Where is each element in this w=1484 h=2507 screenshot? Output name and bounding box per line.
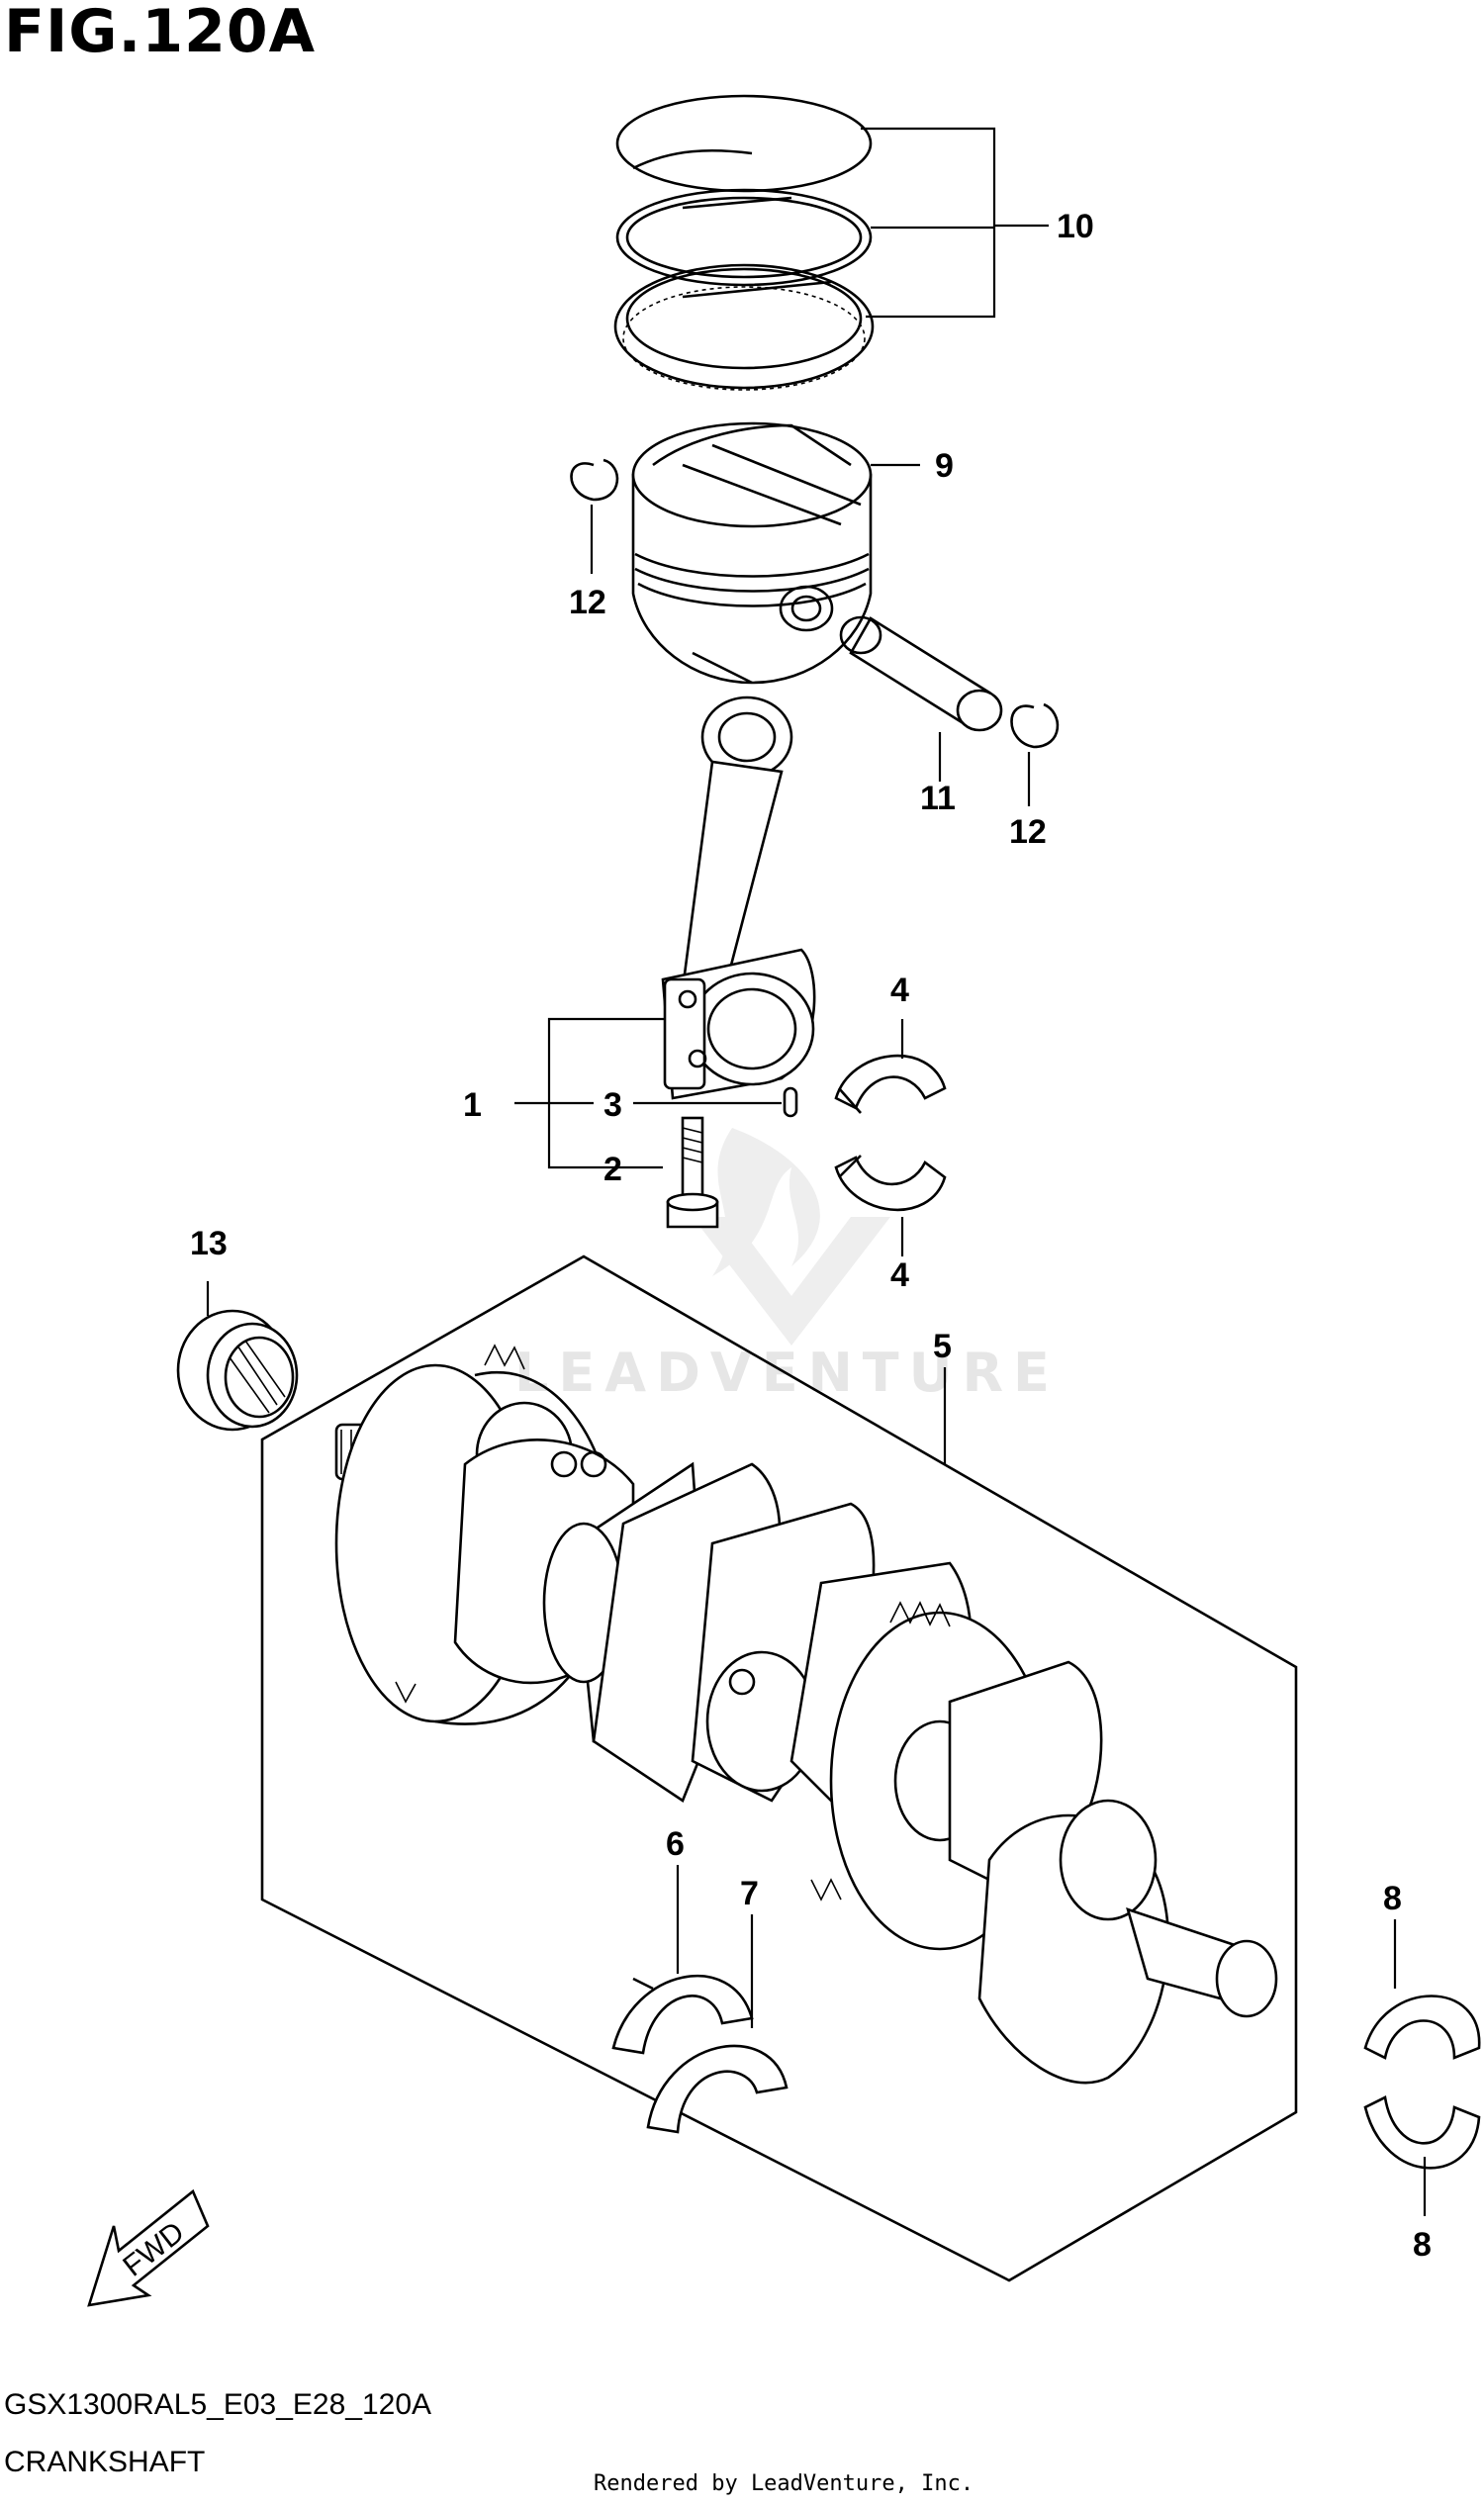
conrod-bolt bbox=[666, 1116, 719, 1229]
thrust-bearing-6 bbox=[611, 1974, 754, 2055]
leader-lines bbox=[206, 127, 1427, 2216]
main-bearing-lower bbox=[1363, 2095, 1481, 2170]
conrod-bearing-lower bbox=[834, 1155, 947, 1212]
callout-8-top: 8 bbox=[1383, 1880, 1402, 1917]
callout-4-top: 4 bbox=[890, 972, 909, 1009]
callout-7: 7 bbox=[740, 1875, 759, 1912]
render-credit: Rendered by LeadVenture, Inc. bbox=[594, 2471, 974, 2496]
piston bbox=[631, 421, 873, 685]
dowel-pin bbox=[783, 1086, 798, 1118]
forward-direction-badge: FWD bbox=[87, 2188, 210, 2307]
section-name: CRANKSHAFT bbox=[4, 2446, 206, 2478]
main-bearing-upper bbox=[1363, 1995, 1481, 2060]
callout-4-bottom: 4 bbox=[890, 1256, 909, 1294]
thrust-bearing-7 bbox=[646, 2044, 788, 2134]
crankshaft bbox=[334, 1344, 1278, 2085]
callout-10: 10 bbox=[1057, 208, 1094, 245]
callout-12-right: 12 bbox=[1009, 813, 1047, 851]
callout-6: 6 bbox=[666, 1825, 685, 1863]
crankshaft-assembly-box bbox=[260, 1254, 1298, 2282]
piston-pin bbox=[839, 615, 1003, 732]
callout-3: 3 bbox=[603, 1086, 622, 1124]
callout-13: 13 bbox=[190, 1225, 228, 1262]
conrod-bearing-upper bbox=[834, 1054, 947, 1114]
piston-ring-set bbox=[613, 94, 875, 391]
callout-8-bottom: 8 bbox=[1413, 2226, 1432, 2264]
callout-1: 1 bbox=[463, 1086, 482, 1124]
watermark: LEADVENTURE bbox=[514, 1128, 1060, 1404]
callout-11: 11 bbox=[920, 780, 956, 817]
callout-9: 9 bbox=[935, 447, 954, 485]
figure-title: FIG.120A bbox=[4, 0, 317, 66]
piston-pin-circlip-left bbox=[570, 458, 619, 502]
connecting-rod bbox=[661, 696, 816, 1100]
callout-12-left: 12 bbox=[569, 584, 606, 621]
callout-5: 5 bbox=[933, 1328, 952, 1365]
piston-pin-circlip-right bbox=[1010, 702, 1060, 749]
watermark-text: LEADVENTURE bbox=[514, 1342, 1060, 1404]
callout-2: 2 bbox=[603, 1151, 622, 1188]
crankshaft-needle-bearing bbox=[176, 1309, 299, 1432]
model-code: GSX1300RAL5_E03_E28_120A bbox=[4, 2388, 432, 2421]
